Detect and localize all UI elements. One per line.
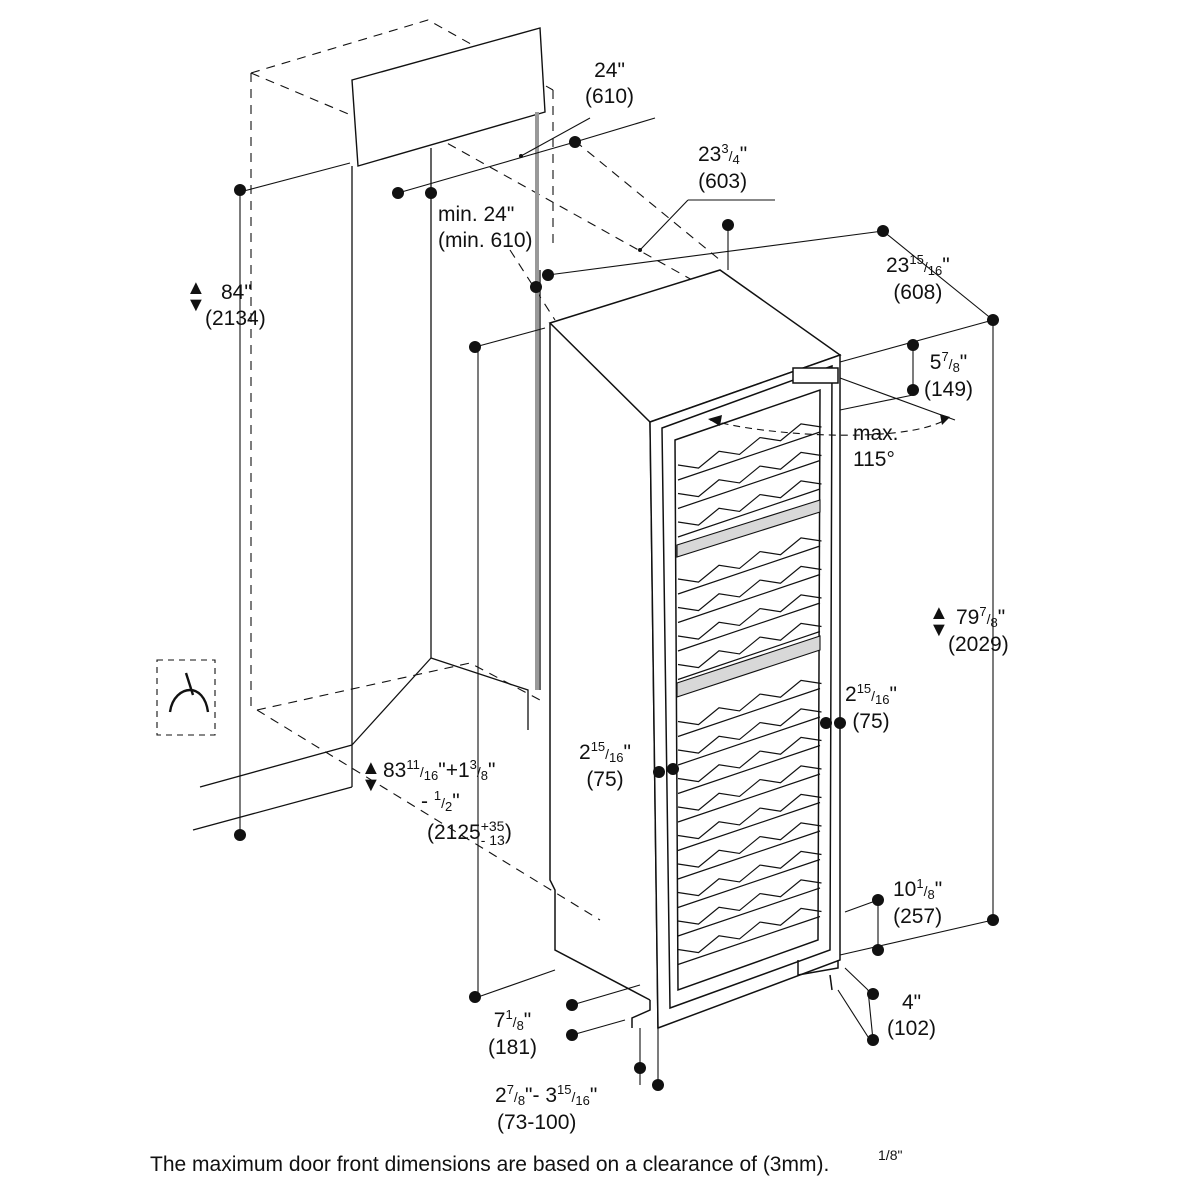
glass-shelves xyxy=(676,499,821,698)
rack-rail xyxy=(677,716,821,766)
plinth-depth-label: 71/8" (181) xyxy=(488,1007,538,1059)
rack-slat xyxy=(677,423,822,469)
rack-rail xyxy=(677,602,821,652)
rack-slat xyxy=(677,907,822,954)
socket-box xyxy=(156,659,216,736)
dimension-lines xyxy=(239,117,994,1085)
rack-rail xyxy=(677,573,821,624)
rack-rail xyxy=(677,801,821,852)
door-angle-label: max. 115° xyxy=(853,422,899,471)
depth-with-door-label: 2315/16" (608) xyxy=(886,252,950,304)
rack-rail xyxy=(677,545,821,595)
foot-height-label: 4" (102) xyxy=(887,991,937,1040)
rack-slat xyxy=(677,537,822,583)
rack-slat xyxy=(677,480,822,526)
rack-rail xyxy=(677,915,821,966)
niche-height-label: 84" (2134) xyxy=(205,281,266,330)
rack-slat xyxy=(677,793,822,840)
rack-slat xyxy=(677,850,822,897)
rack-rail xyxy=(677,773,821,823)
rack-rail xyxy=(677,488,821,538)
rack-slat xyxy=(677,822,822,868)
door-offset-right-label: 215/16" (75) xyxy=(845,681,897,733)
niche-opening-arrow-icon: ▲▼ xyxy=(361,757,381,796)
rack-rail xyxy=(677,630,821,681)
rack-slat xyxy=(677,708,822,754)
top-panel xyxy=(351,27,546,167)
rack-slat xyxy=(677,565,822,612)
toe-kick-height-label: 101/8" (257) xyxy=(893,876,943,928)
rack-slat xyxy=(677,879,822,925)
rack-slat xyxy=(677,594,822,640)
niche-side-wall xyxy=(192,148,541,831)
wine-racks xyxy=(677,423,822,966)
niche-opening-label: 8311/16"+13/8" - 1/2" (2125+35- 13) xyxy=(383,757,512,849)
appliance-height-arrow-icon: ▲▼ xyxy=(929,602,949,641)
rack-rail xyxy=(677,431,821,481)
appliance-height-label: 797/8" (2029) xyxy=(948,604,1009,656)
niche-depth-label: 24" (610) xyxy=(585,59,635,108)
rack-rail xyxy=(677,858,821,909)
rack-rail xyxy=(677,687,821,738)
rack-slat xyxy=(677,736,822,783)
caption-fraction-overlay: 1/8" xyxy=(878,1147,903,1163)
rack-slat xyxy=(677,679,822,726)
footnote-caption: The maximum door front dimensions are ba… xyxy=(150,1147,903,1176)
rack-slat xyxy=(677,765,822,811)
min-width-label: min. 24" (min. 610) xyxy=(438,203,533,252)
cabinet-depth-label: 233/4" (603) xyxy=(698,141,748,193)
plinth-range-label: 27/8"- 315/16" (73-100) xyxy=(495,1082,598,1134)
top-gap-label: 57/8" (149) xyxy=(924,349,974,401)
rack-rail xyxy=(677,744,821,795)
rack-rail xyxy=(677,887,821,937)
rack-slat xyxy=(677,451,822,498)
rack-slat xyxy=(677,622,822,669)
door-offset-left-label: 215/16" (75) xyxy=(579,739,631,791)
door-swing-arrows xyxy=(708,414,950,426)
dimension-dots xyxy=(234,136,999,1091)
niche-height-arrow-icon: ▲▼ xyxy=(186,277,206,316)
rack-rail xyxy=(677,459,821,510)
rack-rail xyxy=(677,830,821,880)
